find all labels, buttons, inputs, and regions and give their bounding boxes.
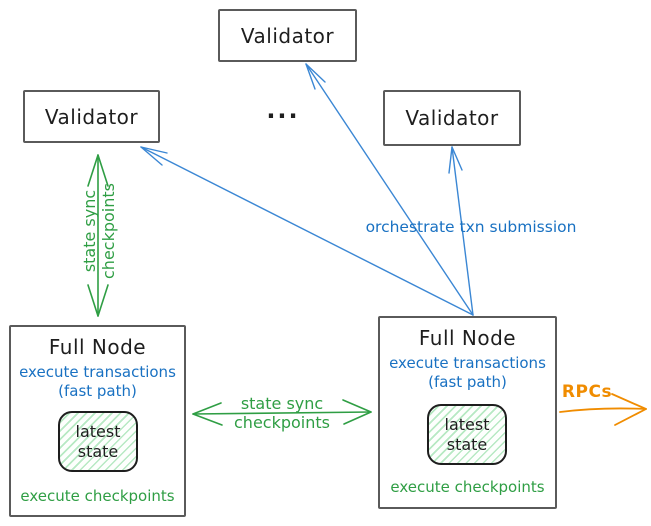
full-node-box-right: Full Node execute transactions (fast pat… (378, 316, 557, 509)
full-node-box-left: Full Node execute transactions (fast pat… (9, 325, 186, 517)
arrow-orchestrate-to-left-validator (140, 146, 474, 316)
state-sync-horizontal-line2: checkpoints (234, 413, 330, 432)
state-sync-vertical-label: state sync checkpoints (80, 183, 118, 279)
latest-state-left-line2: state (77, 441, 119, 461)
arrow-state-sync-horizontal (192, 399, 372, 426)
rpcs-label: RPCs (561, 382, 613, 402)
arrow-orchestrate-to-right-validator (448, 146, 474, 316)
full-node-right-execute-checkpoints: execute checkpoints (390, 478, 545, 496)
arrow-orchestrate-to-top-validator (305, 63, 474, 316)
latest-state-box-left: latest state (58, 411, 138, 472)
latest-state-right-line1: latest (444, 414, 490, 434)
full-node-left-execute-transactions: execute transactions (19, 363, 176, 381)
arrow-rpcs (559, 393, 647, 426)
full-node-left-title: Full Node (48, 335, 147, 359)
validator-right-label: Validator (405, 106, 499, 130)
orchestrate-txn-submission-label: orchestrate txn submission (365, 218, 577, 236)
full-node-right-title: Full Node (418, 326, 517, 350)
validator-left-label: Validator (44, 104, 139, 129)
state-sync-horizontal-label: state sync checkpoints (234, 394, 330, 432)
validator-top-label: Validator (240, 23, 335, 48)
validator-box-right: Validator (383, 90, 521, 146)
full-node-right-execute-transactions: execute transactions (389, 354, 546, 372)
more-validators-ellipsis: ... (266, 96, 300, 124)
latest-state-box-right: latest state (427, 404, 507, 465)
full-node-left-fast-path: (fast path) (58, 382, 137, 400)
full-node-right-fast-path: (fast path) (428, 373, 507, 391)
validator-box-left: Validator (23, 90, 160, 143)
arrow-state-sync-vertical (87, 154, 109, 317)
state-sync-vertical-line2: checkpoints (99, 183, 118, 279)
validator-box-top: Validator (218, 9, 357, 62)
latest-state-left-line1: latest (75, 421, 121, 441)
latest-state-right-line2: state (446, 434, 488, 454)
state-sync-vertical-line1: state sync (80, 189, 99, 273)
state-sync-horizontal-line1: state sync (240, 394, 324, 413)
full-node-left-execute-checkpoints: execute checkpoints (20, 487, 175, 505)
